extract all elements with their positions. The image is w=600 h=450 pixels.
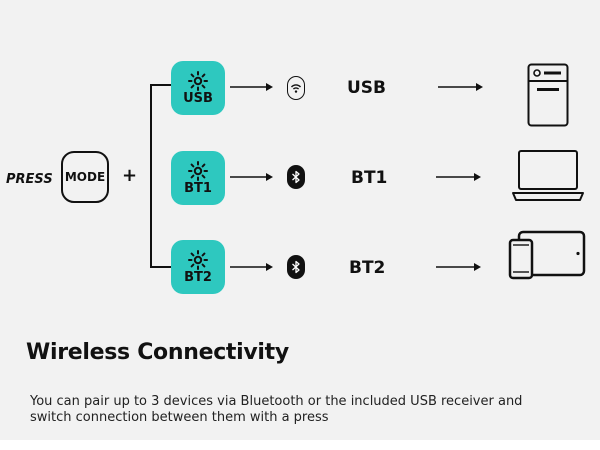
- plus-sign: +: [122, 165, 138, 186]
- bottom-strip: [0, 440, 600, 450]
- usb-dongle-icon: [287, 76, 305, 100]
- arrow-icon: [438, 83, 483, 91]
- bt2-button-label: BT2: [184, 270, 212, 285]
- backlight-sun-icon: [188, 250, 208, 270]
- arrow-icon: [230, 83, 273, 91]
- press-label: PRESS: [6, 172, 53, 187]
- arrow-icon: [230, 173, 273, 181]
- section-description: You can pair up to 3 devices via Bluetoo…: [30, 394, 523, 425]
- bluetooth-icon: [287, 255, 305, 279]
- bt1-mode-button: BT1: [171, 151, 225, 205]
- laptop-icon: [512, 150, 584, 201]
- usb-button-label: USB: [183, 91, 213, 106]
- backlight-sun-icon: [188, 161, 208, 181]
- mode-key: MODE: [61, 151, 109, 203]
- section-title: Wireless Connectivity: [26, 340, 289, 365]
- bt2-mode-button: BT2: [171, 240, 225, 294]
- bt1-connection-label: BT1: [351, 168, 388, 188]
- arrow-icon: [436, 263, 481, 271]
- pc-tower-icon: [527, 63, 569, 127]
- branch-bracket: [150, 84, 172, 268]
- usb-mode-button: USB: [171, 61, 225, 115]
- arrow-icon: [436, 173, 481, 181]
- tablet-phone-icon: [508, 230, 586, 280]
- bluetooth-icon: [287, 165, 305, 189]
- mode-key-label: MODE: [64, 170, 106, 184]
- bt2-connection-label: BT2: [349, 258, 386, 278]
- usb-connection-label: USB: [347, 78, 387, 98]
- arrow-icon: [230, 263, 273, 271]
- backlight-sun-icon: [188, 71, 208, 91]
- bt1-button-label: BT1: [184, 181, 212, 196]
